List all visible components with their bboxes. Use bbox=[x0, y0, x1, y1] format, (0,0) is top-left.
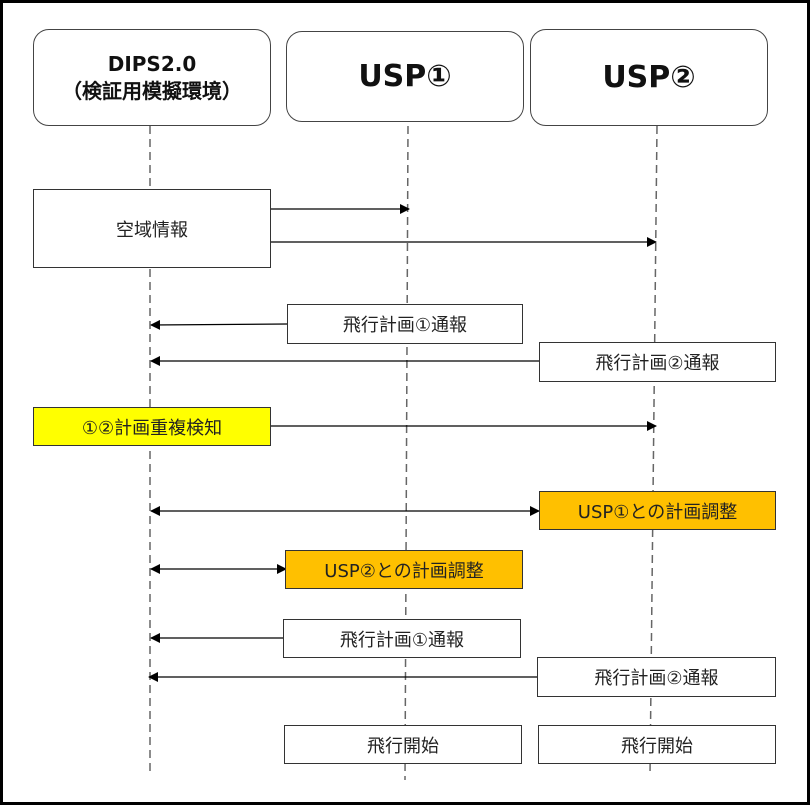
overlap-detect-box: ①②計画重複検知 bbox=[33, 407, 271, 446]
actor-usp1: USP① bbox=[286, 31, 524, 122]
plan2-report-label-b: 飛行計画②通報 bbox=[594, 668, 719, 689]
plan2-report-label-a: 飛行計画②通報 bbox=[595, 353, 720, 374]
plan2-report-box-a: 飛行計画②通報 bbox=[539, 342, 776, 382]
flight-start-usp1-box: 飛行開始 bbox=[284, 725, 522, 764]
adjust-usp2-label: USP②との計画調整 bbox=[324, 560, 484, 582]
plan1-report-label-b: 飛行計画①通報 bbox=[339, 629, 465, 651]
flight-start-usp2-label: 飛行開始 bbox=[621, 735, 693, 757]
overlap-detect-label: ①②計画重複検知 bbox=[81, 417, 223, 439]
actor-usp1-label: USP① bbox=[358, 59, 452, 94]
actor-usp2: USP② bbox=[530, 29, 768, 126]
adjust-usp2-box: USP②との計画調整 bbox=[285, 550, 523, 589]
actor-dips: DIPS2.0 （検証用模擬環境） bbox=[33, 29, 271, 126]
arrow-plan1-report-a bbox=[150, 319, 288, 330]
flight-start-usp2-box: 飛行開始 bbox=[538, 725, 776, 764]
flight-start-usp1-label: 飛行開始 bbox=[367, 735, 439, 757]
plan1-report-box-b: 飛行計画①通報 bbox=[283, 619, 521, 658]
plan1-report-label-a: 飛行計画①通報 bbox=[342, 315, 468, 336]
actor-usp2-label: USP② bbox=[602, 60, 696, 95]
airspace-info-box: 空域情報 bbox=[33, 189, 271, 268]
plan2-report-box-b: 飛行計画②通報 bbox=[537, 657, 776, 697]
plan1-report-box-a: 飛行計画①通報 bbox=[287, 304, 523, 344]
adjust-usp1-label: USP①との計画調整 bbox=[577, 501, 738, 523]
lifeline-usp1 bbox=[404, 125, 409, 781]
actor-dips-name: DIPS2.0 bbox=[107, 51, 197, 76]
actor-dips-subtitle: （検証用模擬環境） bbox=[62, 78, 242, 103]
adjust-usp1-box: USP①との計画調整 bbox=[539, 491, 776, 530]
airspace-info-label: 空域情報 bbox=[116, 219, 188, 241]
